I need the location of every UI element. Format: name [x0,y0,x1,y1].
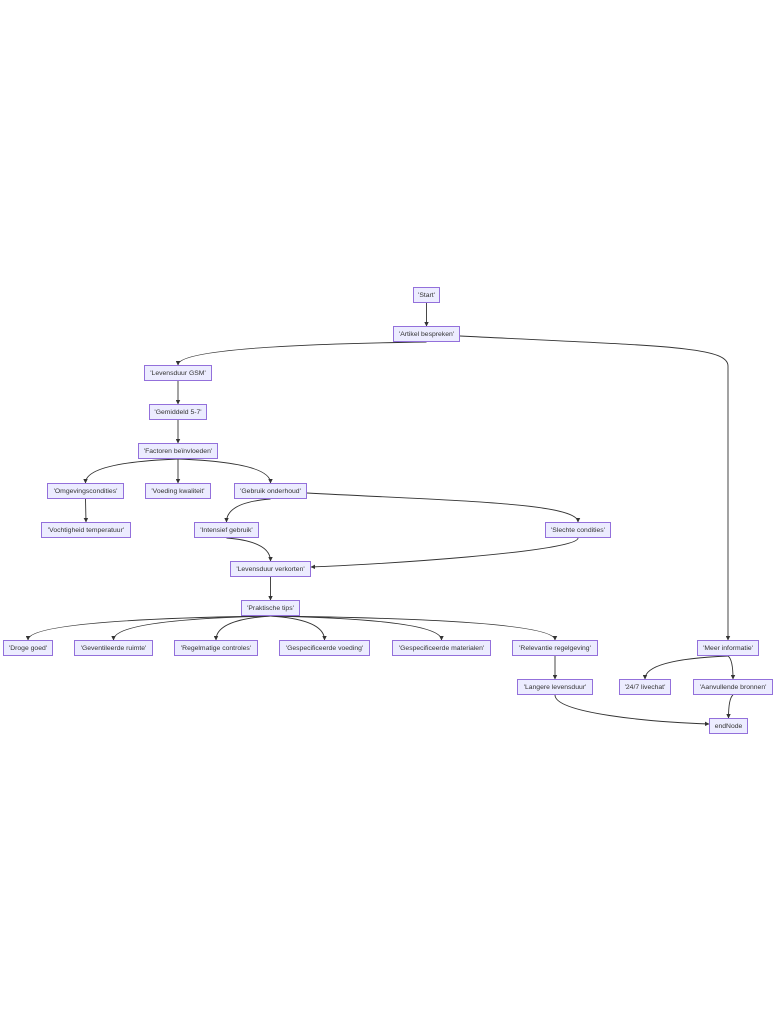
node-livechat: '24/7 livechat' [619,679,671,695]
node-end: endNode [709,718,748,734]
edge-meer-to-bronnen [727,655,736,680]
edge-langere-to-end [554,694,710,727]
edge-artikel-to-meer [459,335,731,641]
node-levensduur-verkorten: 'Levensduur verkorten' [230,561,311,577]
edge-tips-to-relevantie [270,615,558,641]
node-levensduur-gsm: 'Levensduur GSM' [144,365,212,381]
node-geventileerde-ruimte: 'Geventileerde ruimte' [74,640,153,656]
edge-intensief-to-verkorten [226,537,273,562]
node-meer-informatie: 'Meer informatie' [697,640,759,656]
node-gebruik-onderhoud: 'Gebruik onderhoud' [234,483,307,499]
edge-tips-to-gespmaterialen [270,615,444,641]
edge-tips-to-regelmatige [213,615,271,641]
node-voeding-kwaliteit: 'Voeding kwaliteit' [145,483,211,499]
node-langere-levensduur: 'Langere levensduur' [517,679,593,695]
node-gespecificeerde-voeding: 'Gespecificeerde voeding' [279,640,370,656]
node-relevantie-regelgeving: 'Relevantie regelgeving' [512,640,598,656]
edge-tips-to-droge [25,615,271,641]
edge-slechte-to-verkorten [310,537,579,570]
node-droge-goed: 'Droge goed' [3,640,53,656]
edge-omgeving-to-vochtigheid [83,498,89,523]
edge-gebruik-to-intensief [224,498,271,523]
edge-factoren-to-gebruik [177,458,273,484]
node-omgevingscondities: 'Omgevingscondities' [47,483,124,499]
node-gemiddeld: 'Gemiddeld 5-7' [149,404,207,420]
node-factoren-beinvloeden: 'Factoren beïnvloeden' [138,443,218,459]
edge-tips-to-gespvoeding [270,615,327,641]
node-gespecificeerde-materialen: 'Gespecificeerde materialen' [392,640,491,656]
node-slechte-condities: 'Slechte condities' [545,522,611,538]
node-artikel-bespreken: 'Artikel bespreken' [393,326,460,342]
edge-meer-to-livechat [642,655,729,680]
node-praktische-tips: 'Praktische tips' [241,600,300,616]
edge-artikel-to-levensduur [175,341,427,366]
node-aanvullende-bronnen: 'Aanvullende bronnen' [693,679,773,695]
edge-gebruik-to-slechte [306,492,581,523]
node-regelmatige-controles: 'Regelmatige controles' [174,640,258,656]
edge-bronnen-to-end [726,694,734,719]
edge-factoren-to-omgeving [83,458,179,484]
edge-tips-to-geventileerde [111,615,271,641]
node-start: 'Start' [413,287,440,303]
node-vochtigheid-temperatuur: 'Vochtigheid temperatuur' [41,522,131,538]
node-intensief-gebruik: 'Intensief gebruik' [194,522,259,538]
